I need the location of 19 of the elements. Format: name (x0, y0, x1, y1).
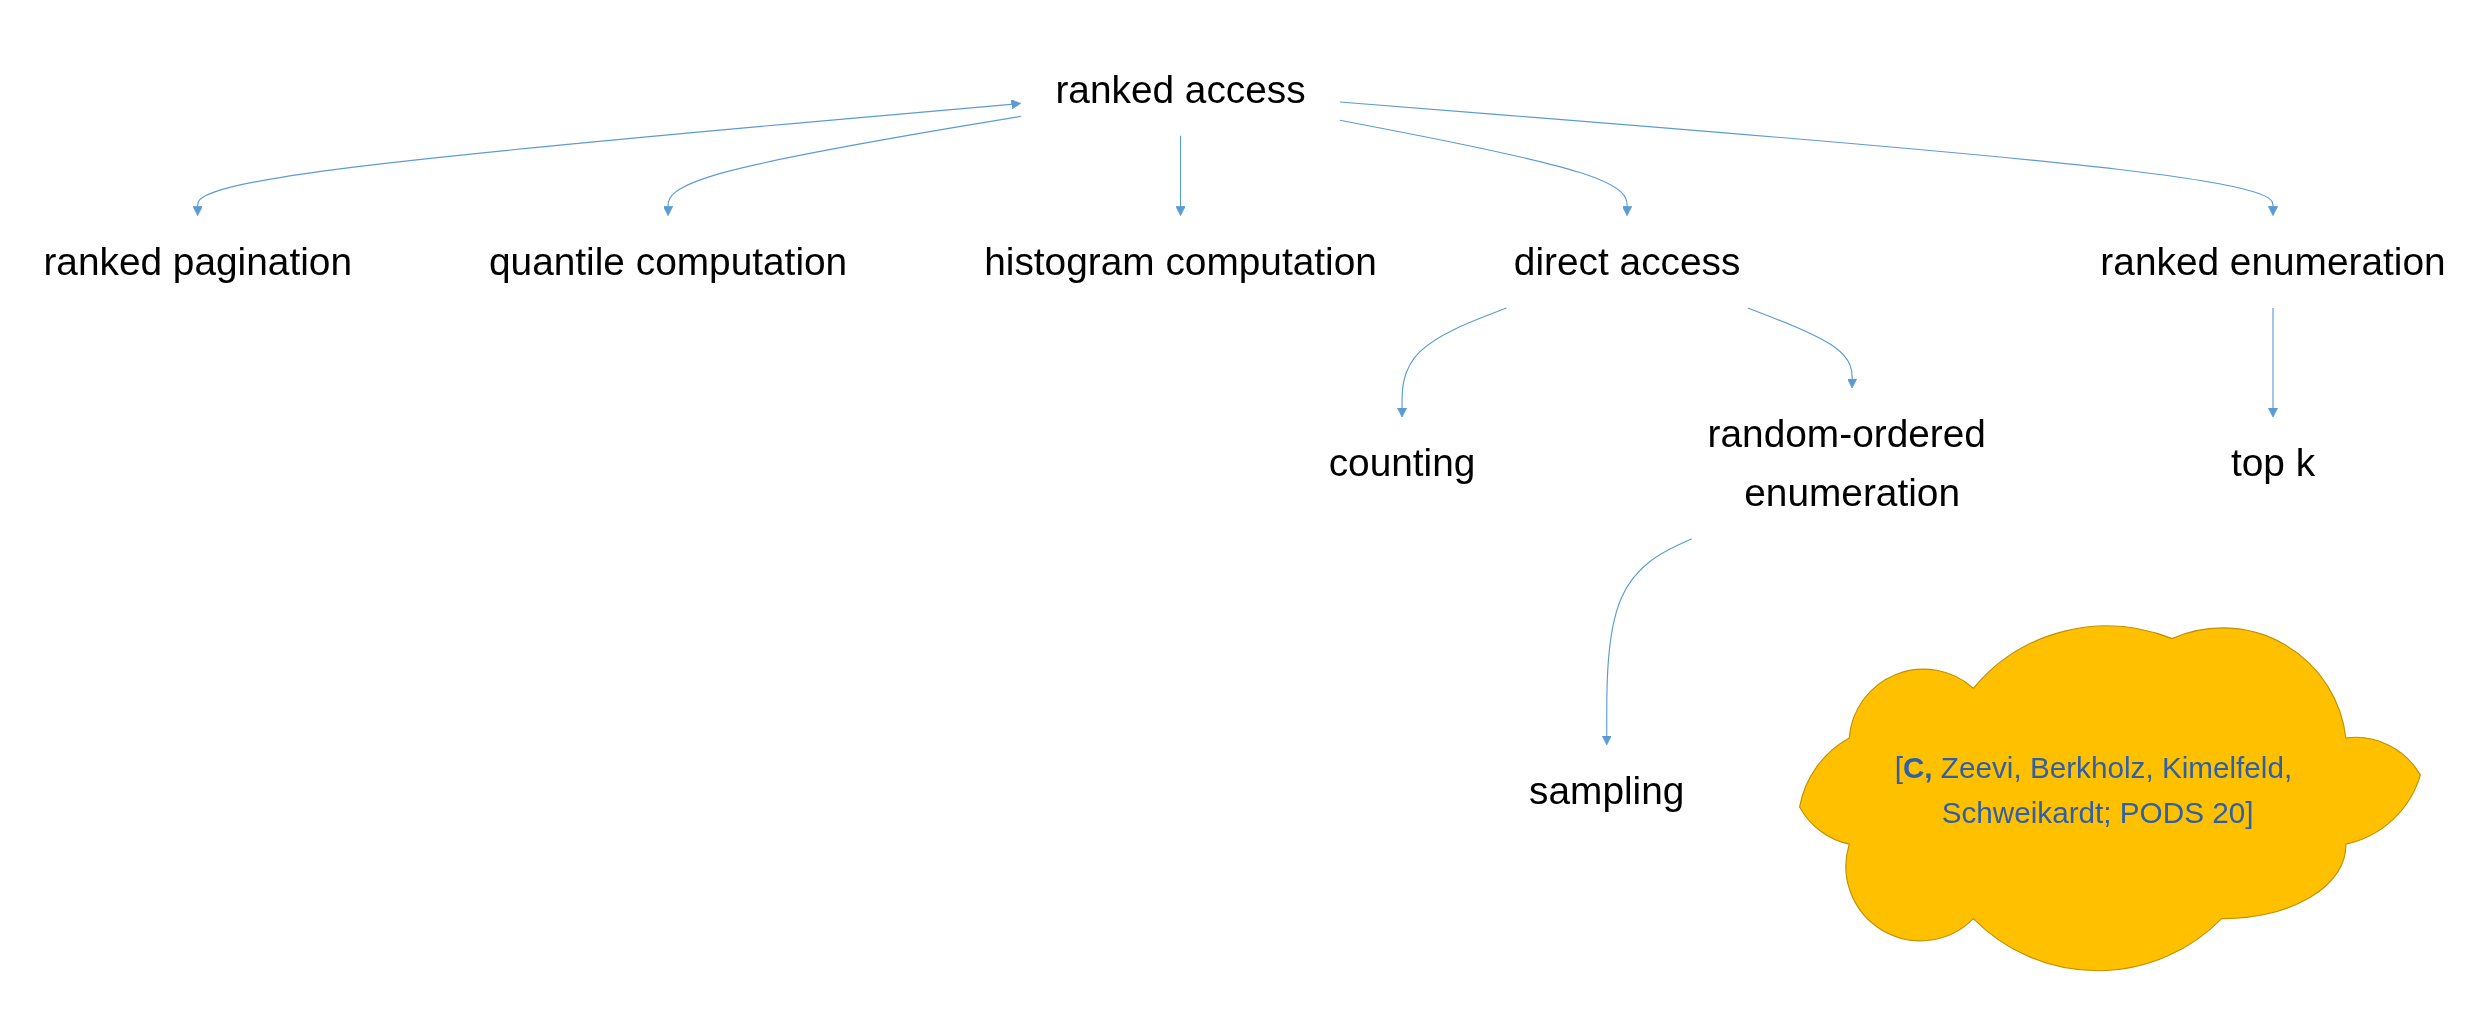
arrow (1601, 538, 1693, 746)
node-text: ranked access (1055, 67, 1306, 111)
node-text: random-ordered enumeration (1707, 411, 1986, 514)
node-text: quantile computation (488, 239, 848, 283)
node-text: histogram computation (984, 239, 1377, 283)
node-text: counting (1328, 441, 1476, 485)
arrow (663, 115, 1022, 217)
node-text: sampling (1529, 768, 1685, 813)
arrow (1339, 119, 1633, 217)
arrow (1747, 307, 1858, 389)
arrow (1397, 307, 1507, 418)
node-text: top k (2230, 441, 2316, 485)
arrow (1175, 135, 1186, 217)
node-text: ranked pagination (43, 239, 352, 283)
node-text: ranked enumeration (2100, 239, 2446, 283)
node-text: direct access (1513, 239, 1741, 283)
arrow (1339, 101, 2278, 217)
arrow (2267, 307, 2278, 418)
arrow (192, 99, 1022, 217)
